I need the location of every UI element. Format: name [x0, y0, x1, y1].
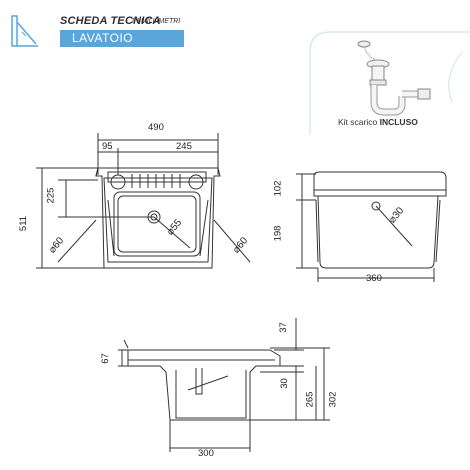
- kit-label-strong: INCLUSO: [379, 117, 418, 127]
- units-subtitle: IN MILLIMETRI: [132, 18, 181, 25]
- section-total-height-label: 302: [327, 391, 339, 408]
- front-left-offset-label: 95: [102, 141, 113, 152]
- section-inner-height-label: 265: [304, 391, 316, 408]
- product-name-banner: LAVATOIO: [60, 30, 184, 47]
- section-view: [118, 318, 330, 452]
- drain-kit-illustration: [309, 31, 470, 134]
- side-basin-height-label: 198: [272, 225, 284, 242]
- section-edge-label: 67: [99, 353, 111, 364]
- sheet-title: SCHEDA TECNICA: [60, 15, 161, 27]
- section-drain-depth-label: 30: [278, 378, 290, 389]
- section-rim-label: 37: [277, 322, 289, 333]
- section-base-width-label: 300: [198, 448, 214, 459]
- side-top-height-label: 102: [272, 180, 284, 197]
- side-width-label: 360: [366, 273, 382, 284]
- front-center-offset-label: 245: [176, 141, 192, 152]
- front-view: [36, 133, 251, 269]
- front-width-label: 490: [148, 122, 164, 133]
- front-depth-label: 225: [45, 187, 57, 204]
- front-height-label: 511: [18, 215, 30, 232]
- drafting-ruler-icon: [11, 15, 38, 47]
- kit-label: Kit scarico INCLUSO: [338, 117, 418, 127]
- side-view: [296, 171, 447, 282]
- kit-label-prefix: Kit scarico: [338, 117, 378, 127]
